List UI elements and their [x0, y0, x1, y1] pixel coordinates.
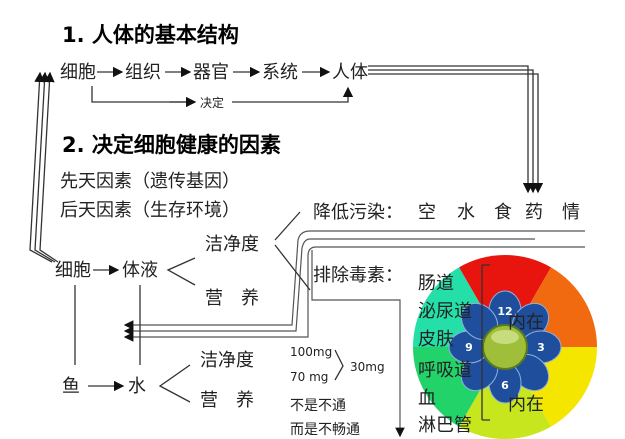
organ-skin: 皮肤: [418, 329, 454, 350]
branch-lines: [158, 364, 191, 403]
water-label: 水: [128, 376, 146, 397]
overlay-inner-1: 内在: [508, 312, 544, 333]
pollution-items: 空 水 食 药 情: [418, 202, 580, 223]
flow-line: [123, 238, 535, 336]
fluid-nutrition: 营 养: [205, 288, 259, 309]
organ-urinary: 泌尿道: [418, 301, 472, 322]
flow-line: [123, 246, 585, 342]
organ-lymph: 淋巴管: [418, 415, 472, 436]
chain-cell: 细胞: [60, 62, 96, 83]
chain-system: 系统: [262, 62, 298, 83]
item-water: 水: [457, 202, 475, 223]
arrow-icon: [368, 73, 544, 194]
flow-line: [123, 230, 585, 330]
note-not-blocked: 不是不通: [290, 398, 346, 414]
cell-label: 细胞: [55, 260, 91, 281]
arrow-icon: [34, 71, 56, 263]
wheel-number-12: 12: [497, 305, 512, 318]
amount-70: 70 mg: [290, 370, 328, 384]
body-fluid-label: 体液: [122, 260, 158, 281]
organ-intestine: 肠道: [418, 273, 454, 294]
wheel-number-3: 3: [537, 341, 545, 354]
overlay-inner-2: 内在: [508, 394, 544, 415]
arrow-icon: [368, 69, 539, 194]
toxin-organs: 肠道 泌尿道 皮肤 呼吸道 血 淋巴管: [418, 273, 472, 436]
decide-label: 决定: [200, 95, 224, 110]
item-air: 空: [418, 202, 436, 223]
chain-organ: 器官: [193, 62, 229, 83]
fish-label: 鱼: [62, 376, 80, 397]
flow-line: [311, 250, 405, 438]
branch-lines: [166, 257, 196, 286]
amount-100: 100mg: [290, 345, 332, 359]
reduce-pollution-label: 降低污染：: [313, 202, 403, 223]
item-medicine: 药: [525, 202, 543, 223]
arrow-icon: [368, 65, 534, 194]
water-nutrition: 营 养: [200, 390, 254, 411]
wheel-number-9: 9: [465, 341, 473, 354]
item-emotion: 情: [562, 202, 580, 223]
fluid-cleanliness: 洁净度: [205, 234, 259, 255]
chain-tissue: 组织: [125, 62, 161, 83]
connector-lines: [274, 211, 311, 291]
amount-30: 30mg: [350, 360, 385, 374]
brace: [334, 349, 344, 381]
wheel-highlight: [491, 330, 519, 344]
bracket: [481, 264, 490, 421]
factor-acquired: 后天因素（生存环境）: [60, 200, 240, 221]
item-food: 食: [494, 202, 512, 223]
chain-body: 人体: [332, 62, 368, 83]
remove-toxins-label: 排除毒素：: [313, 265, 403, 286]
section1-title: 1. 人体的基本结构: [62, 23, 239, 47]
arrow-icon: [39, 71, 59, 263]
organ-respiratory: 呼吸道: [418, 360, 472, 381]
decide-bracket: [91, 86, 348, 103]
structure-chain: 细胞 组织 器官 系统 人体: [60, 62, 368, 83]
organ-blood: 血: [418, 388, 436, 409]
note-not-smooth: 而是不畅通: [290, 422, 360, 438]
section2-title: 2. 决定细胞健康的因素: [62, 133, 281, 157]
wheel-number-6: 6: [501, 379, 509, 392]
arrow-icon: [29, 71, 53, 263]
factor-innate: 先天因素（遗传基因）: [60, 171, 240, 192]
water-cleanliness: 洁净度: [200, 350, 254, 371]
